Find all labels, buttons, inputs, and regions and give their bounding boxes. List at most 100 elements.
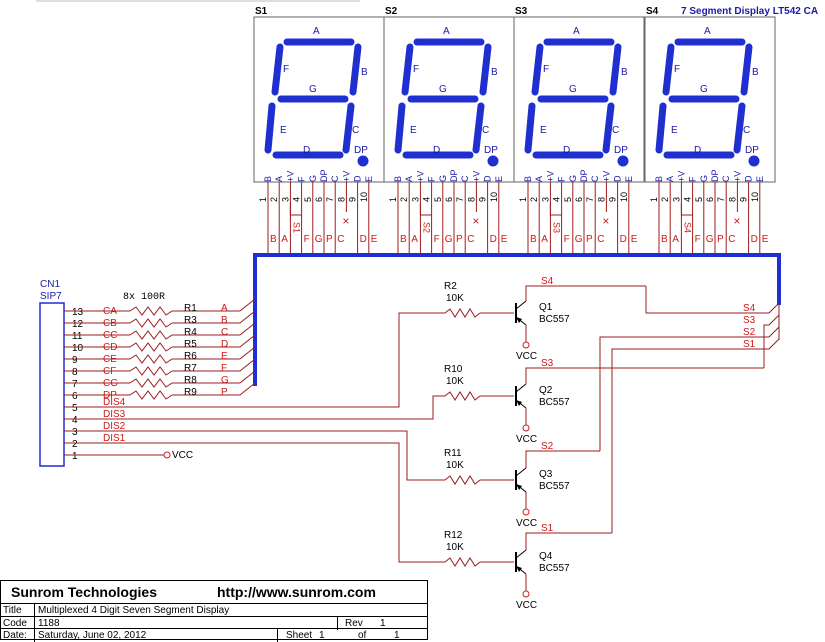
segment-dp (487, 155, 499, 167)
sheet-label: Sheet (286, 630, 313, 641)
no-connect-mark: × (472, 214, 479, 228)
resistor-ref: R6 (184, 351, 197, 362)
pin-number: 6 (314, 197, 324, 202)
pin-number: 2 (529, 197, 539, 202)
pin-number: 10 (619, 192, 629, 202)
vcc-label: VCC (516, 600, 537, 611)
of-value: 1 (394, 630, 400, 641)
transistor-type: BC557 (539, 314, 570, 325)
pin-net-label: D (360, 234, 367, 245)
pin-name: A (665, 176, 675, 182)
bus-entry (239, 346, 256, 360)
collector-net-label: S4 (541, 276, 554, 287)
base-resistor-symbol (444, 557, 481, 567)
pin-name: F (688, 176, 698, 182)
pin-name: B (654, 176, 664, 182)
segment-label: D (563, 145, 570, 156)
pin-name: A (534, 176, 544, 182)
date-label: Date: (3, 630, 27, 641)
transistor-ref: Q3 (539, 469, 553, 480)
display-ref: S1 (255, 6, 268, 17)
pin-number: 7 (585, 197, 595, 202)
pin-name: B (263, 176, 273, 182)
connector-pin-number: 9 (72, 355, 78, 366)
code-row: Code 1188 Rev 1 (1, 616, 427, 630)
base-resistor-value: 10K (446, 542, 464, 553)
segment-dp (748, 155, 760, 167)
display-ref: S4 (646, 6, 659, 17)
no-connect-mark: × (602, 214, 609, 228)
pin-number: 9 (478, 197, 488, 202)
resistor-symbol (129, 354, 173, 364)
no-connect-mark: × (342, 214, 349, 228)
connector-net-label: DIS4 (103, 397, 126, 408)
pin-name: C (460, 175, 470, 182)
pin-number: 10 (750, 192, 760, 202)
pin-number: 4 (292, 197, 302, 202)
pin-number: 6 (444, 197, 454, 202)
pin-number: 3 (410, 197, 420, 202)
common-anode-link (419, 203, 432, 216)
rev-label: Rev (345, 618, 363, 629)
connector-body (39, 302, 65, 467)
segment-b (609, 43, 622, 96)
pin-name: G (568, 175, 578, 182)
resistor-net-label: G (221, 375, 229, 386)
segment-f (531, 43, 544, 96)
segment-label: D (433, 145, 440, 156)
bus-entry (239, 382, 256, 396)
segment-label: C (743, 125, 750, 136)
pin-number: 8 (727, 197, 737, 202)
pin-net-label: E (371, 234, 378, 245)
pin-number: 1 (518, 197, 528, 202)
pin-number: 6 (574, 197, 584, 202)
resistor-net-label: A (221, 303, 228, 314)
pin-name: +V (285, 171, 295, 182)
pin-number: 9 (608, 197, 618, 202)
resistor-net-label: B (221, 315, 228, 326)
pin-net-label: A (541, 234, 548, 245)
pin-name: B (523, 176, 533, 182)
display-part-title: 7 Segment Display LT542 CA (681, 6, 818, 17)
base-resistor-ref: R10 (444, 364, 463, 375)
pin-name: G (308, 175, 318, 182)
vcc-terminal (522, 341, 530, 349)
segment-f (271, 43, 284, 96)
connector-pin-number: 2 (72, 439, 78, 450)
common-anode-net-label: S1 (291, 222, 301, 233)
pin-net-label: G (445, 234, 453, 245)
segment-label: E (671, 125, 678, 136)
pin-net-label: E (631, 234, 638, 245)
transistor-type: BC557 (539, 563, 570, 574)
pin-name: D (353, 175, 363, 182)
pin-number: 5 (303, 197, 313, 202)
connector-pin-number: 8 (72, 367, 78, 378)
pin-net-label: G (706, 234, 714, 245)
transistor-arrow-icon (516, 566, 522, 572)
segment-label: E (540, 125, 547, 136)
segment-dp (357, 155, 369, 167)
segment-label: B (752, 67, 759, 78)
base-resistor-value: 10K (446, 460, 464, 471)
resistor-net-label: C (221, 327, 228, 338)
segment-b (479, 43, 492, 96)
company-url[interactable]: http://www.sunrom.com (217, 584, 376, 600)
base-resistor-value: 10K (446, 293, 464, 304)
segment-label: G (569, 84, 577, 95)
resistor-net-label: D (221, 339, 228, 350)
segment-label: C (482, 125, 489, 136)
bus-net-label: S3 (743, 315, 756, 326)
connector-net-label: DIS2 (103, 421, 126, 432)
resistor-ref: R9 (184, 387, 197, 398)
vcc-label: VCC (172, 450, 193, 461)
segment-label: D (303, 145, 310, 156)
transistor-collector (515, 467, 527, 477)
segment-label: B (621, 67, 628, 78)
pin-name: +V (732, 171, 742, 182)
pin-net-label: E (501, 234, 508, 245)
transistor-arrow-icon (516, 317, 522, 323)
connector-pin-number: 3 (72, 427, 78, 438)
connector-pin-number: 5 (72, 403, 78, 414)
pin-name: F (297, 176, 307, 182)
pin-name: C (721, 175, 731, 182)
